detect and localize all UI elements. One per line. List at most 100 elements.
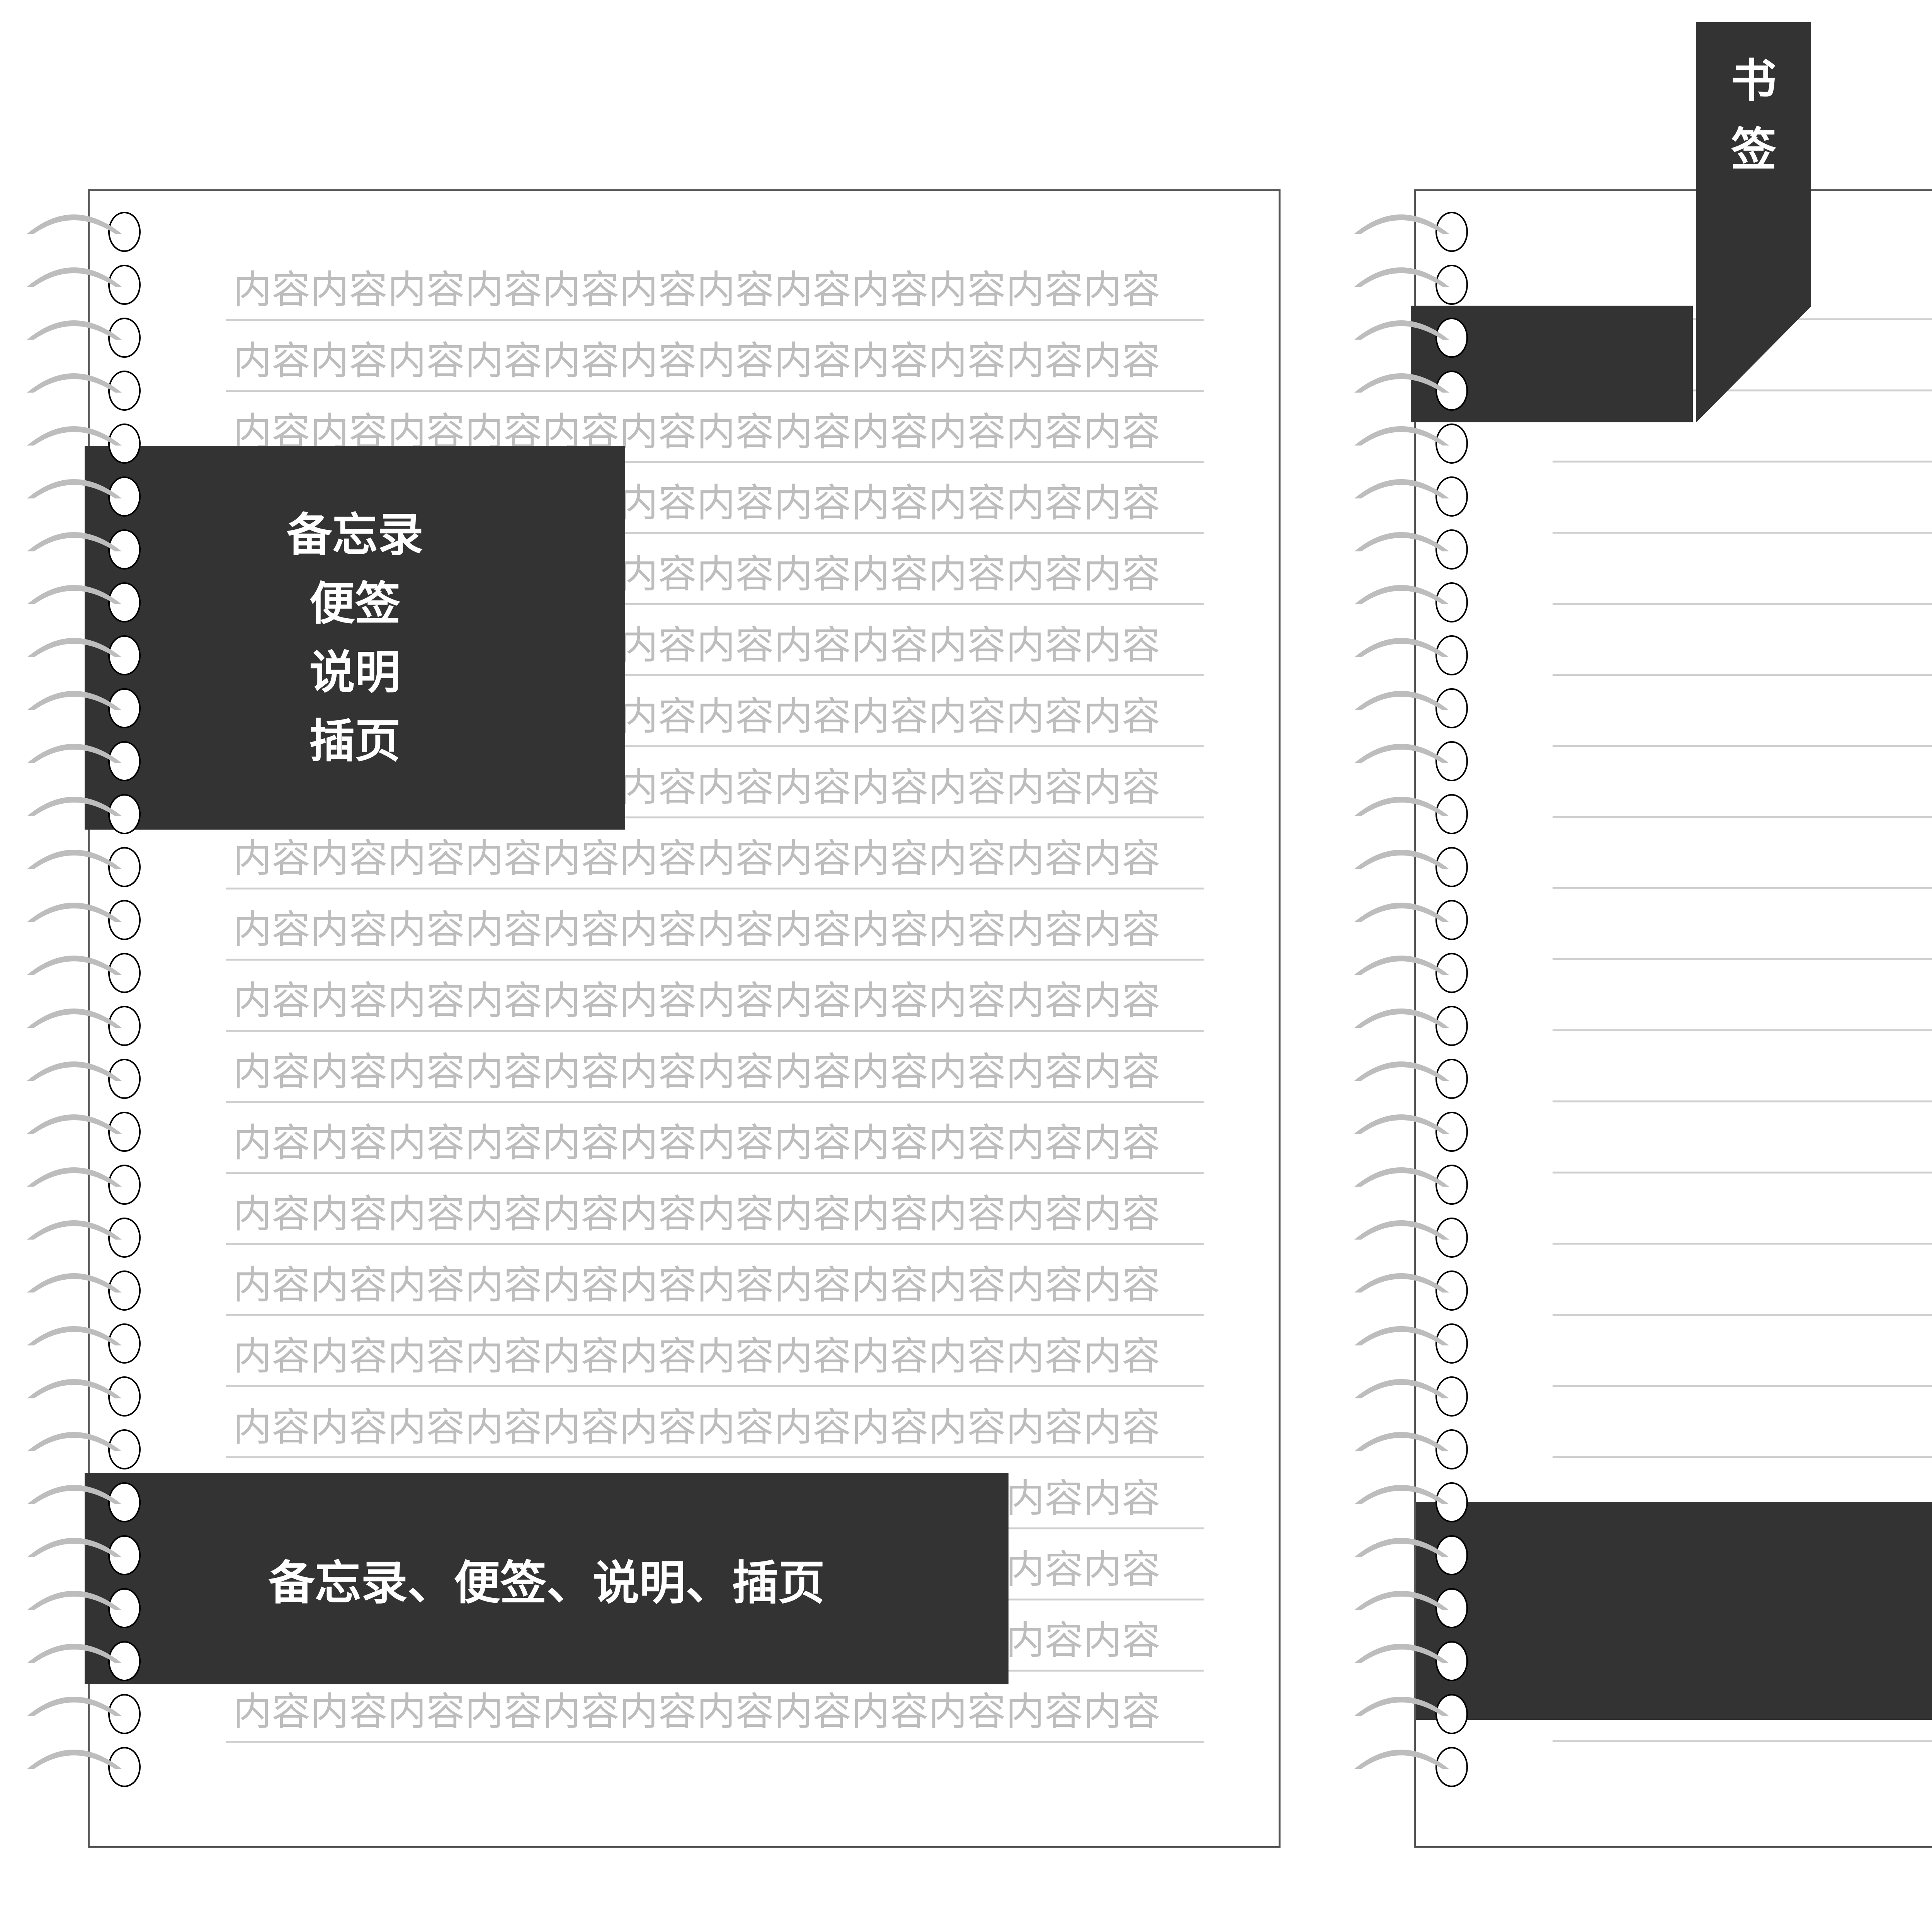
bookmark-char-2: 签: [1731, 123, 1777, 176]
content-row: 内容内容内容内容内容内容内容内容内容内容内容内容: [233, 1262, 1160, 1308]
content-row: 内容内容内容内容内容内容内容内容内容内容内容内容: [233, 1049, 1160, 1094]
ruled-line: [1553, 674, 1932, 676]
bookmark-char-1: 书: [1731, 54, 1777, 107]
spiral-ring-icon: [27, 635, 141, 675]
spiral-ring-icon: [1354, 371, 1468, 411]
ruled-line: [1553, 958, 1932, 960]
ruled-line: [1553, 1243, 1932, 1245]
content-row: 内容内容内容内容内容内容内容内容内容内容内容内容: [233, 1405, 1160, 1450]
spiral-ring-icon: [27, 1006, 141, 1046]
spiral-ring-icon: [1354, 1006, 1468, 1046]
content-row-rule: [226, 1741, 1204, 1743]
spiral-ring-icon: [27, 371, 141, 411]
ruled-line: [1553, 461, 1932, 463]
content-row-rule: [226, 1101, 1204, 1103]
content-row-rule: [226, 1172, 1204, 1174]
spiral-ring-icon: [27, 529, 141, 570]
spiral-ring-icon: [27, 423, 141, 464]
spiral-ring-icon: [1354, 688, 1468, 728]
spiral-ring-icon: [27, 1112, 141, 1152]
spiral-ring-icon: [1354, 318, 1468, 358]
spiral-ring-icon: [1354, 1641, 1468, 1681]
spiral-ring-icon: [1354, 582, 1468, 622]
notes-line-explanation: 说明: [309, 645, 401, 699]
content-row-rule: [226, 816, 1204, 818]
ruled-line: [1553, 1456, 1932, 1458]
spiral-ring-icon: [1354, 1482, 1468, 1522]
spiral-ring-icon: [27, 265, 141, 305]
ruled-line: [1553, 1385, 1932, 1387]
notes-line-memo: 备忘录: [286, 508, 423, 561]
bookmark-top-label: 书 签: [1696, 46, 1811, 184]
ruled-line: [1553, 1740, 1932, 1742]
spiral-ring-icon: [27, 1323, 141, 1364]
spiral-ring-icon: [1354, 1376, 1468, 1417]
spiral-ring-icon: [27, 1429, 141, 1469]
spiral-ring-icon: [1354, 900, 1468, 940]
bookmark-bottom-horizontal: [1416, 1502, 1932, 1720]
spiral-ring-icon: [1354, 423, 1468, 464]
spiral-ring-icon: [27, 1588, 141, 1628]
content-row-rule: [226, 1314, 1204, 1316]
content-row-rule: [226, 461, 1204, 463]
notes-bar-label: 备忘录、便签、说明、插页: [268, 1556, 825, 1610]
spiral-ring-icon: [1354, 635, 1468, 675]
content-row-rule: [226, 674, 1204, 676]
ruled-line: [1553, 532, 1932, 534]
spiral-ring-icon: [27, 900, 141, 940]
content-row: 内容内容内容内容内容内容内容内容内容内容内容内容: [233, 978, 1160, 1023]
spiral-ring-icon: [1354, 1218, 1468, 1258]
spiral-ring-icon: [1354, 1059, 1468, 1099]
spiral-ring-icon: [27, 1218, 141, 1258]
spiral-ring-icon: [1354, 265, 1468, 305]
ruled-line: [1553, 1029, 1932, 1031]
spiral-ring-icon: [27, 1482, 141, 1522]
content-row-rule: [226, 532, 1204, 534]
content-row-rule: [226, 1385, 1204, 1387]
content-row-rule: [226, 1030, 1204, 1032]
ruled-line: [1553, 1172, 1932, 1173]
spiral-ring-icon: [1354, 847, 1468, 887]
spiral-ring-icon: [27, 1694, 141, 1734]
notes-line-sticky: 便签: [309, 577, 401, 630]
spiral-ring-icon: [1354, 1270, 1468, 1311]
content-row-rule: [226, 888, 1204, 889]
spiral-ring-icon: [1354, 953, 1468, 993]
ruled-line: [1553, 887, 1932, 889]
spiral-ring-icon: [1354, 529, 1468, 570]
spiral-ring-icon: [27, 1270, 141, 1311]
spiral-ring-icon: [27, 212, 141, 252]
spiral-ring-icon: [1354, 1588, 1468, 1628]
spiral-ring-icon: [27, 318, 141, 358]
notes-line-insert: 插页: [309, 714, 401, 768]
content-row-rule: [226, 1243, 1204, 1245]
content-row: 内容内容内容内容内容内容内容内容内容内容内容内容: [233, 267, 1160, 312]
spiral-ring-icon: [27, 953, 141, 993]
spiral-ring-icon: [27, 847, 141, 887]
spiral-ring-icon: [1354, 741, 1468, 781]
content-row-rule: [226, 603, 1204, 605]
ruled-line: [1553, 1100, 1932, 1102]
ruled-line: [1553, 389, 1932, 391]
spiral-ring-icon: [1354, 794, 1468, 834]
content-row: 内容内容内容内容内容内容内容内容内容内容内容内容: [233, 836, 1160, 881]
ruled-line: [1553, 603, 1932, 605]
notes-label-bar: 备忘录、便签、说明、插页: [85, 1473, 1009, 1684]
content-row-rule: [226, 745, 1204, 747]
notes-label-block: 备忘录 便签 说明 插页: [85, 446, 625, 830]
content-row-rule: [226, 390, 1204, 392]
spiral-ring-icon: [1354, 1112, 1468, 1152]
content-row-rule: [226, 1456, 1204, 1458]
spiral-ring-icon: [1354, 212, 1468, 252]
content-row: 内容内容内容内容内容内容内容内容内容内容内容内容: [233, 1689, 1160, 1734]
content-row-rule: [226, 959, 1204, 961]
spiral-ring-icon: [27, 1641, 141, 1681]
spiral-ring-icon: [27, 1535, 141, 1575]
spiral-ring-icon: [27, 1747, 141, 1787]
content-row: 内容内容内容内容内容内容内容内容内容内容内容内容: [233, 1191, 1160, 1236]
spiral-ring-icon: [27, 1376, 141, 1417]
content-row: 内容内容内容内容内容内容内容内容内容内容内容内容: [233, 338, 1160, 383]
content-row: 内容内容内容内容内容内容内容内容内容内容内容内容: [233, 1333, 1160, 1379]
spiral-ring-icon: [1354, 476, 1468, 517]
spiral-ring-icon: [1354, 1323, 1468, 1364]
